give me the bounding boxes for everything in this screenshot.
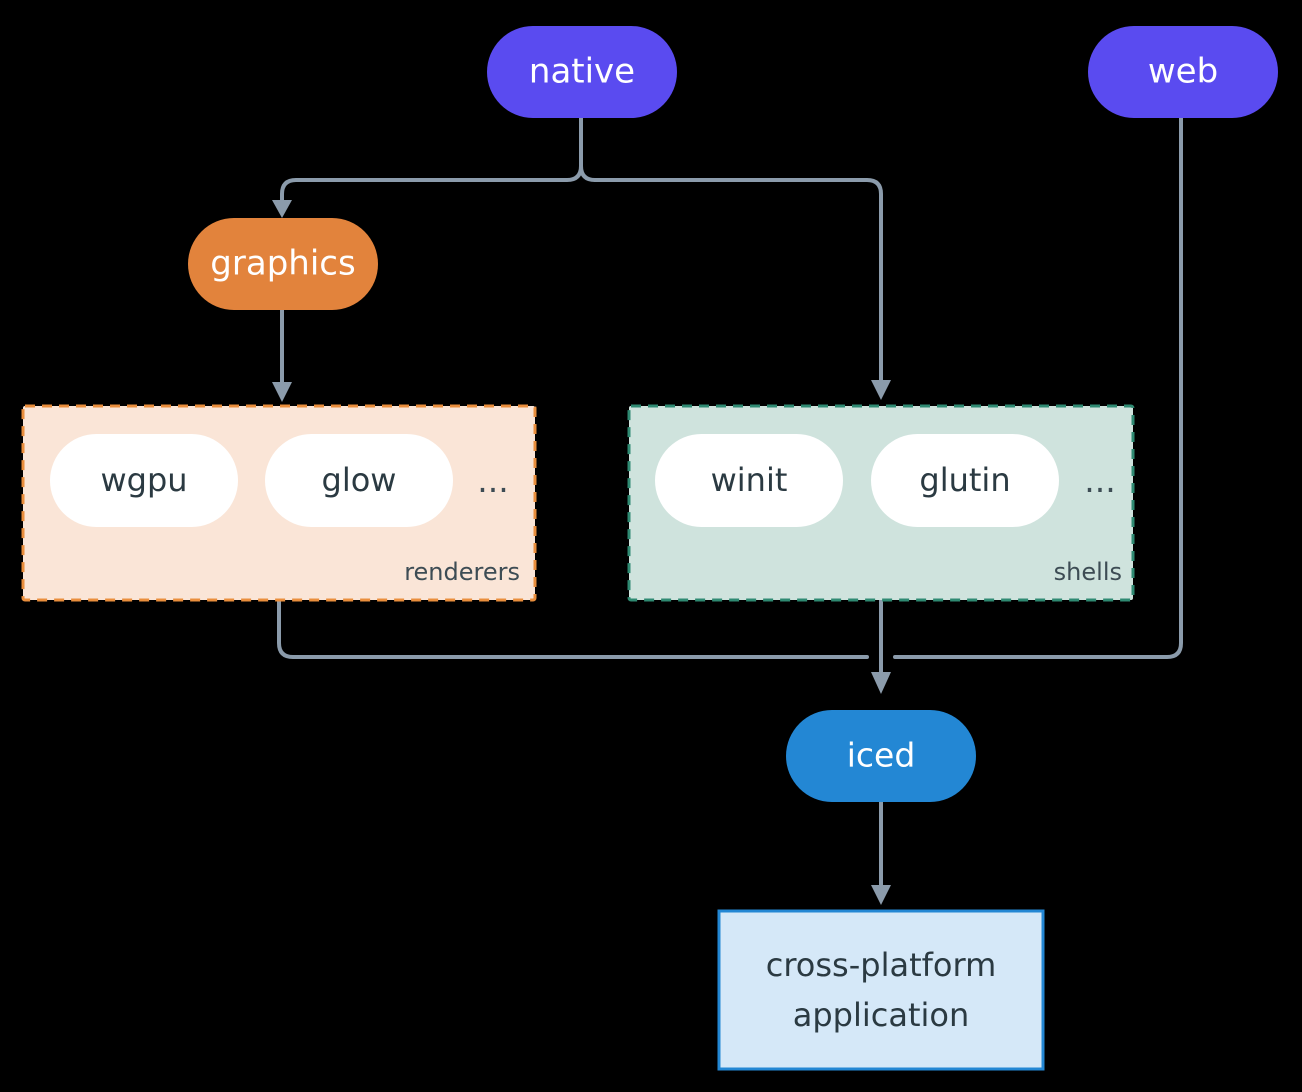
node-graphics-label: graphics [210,244,355,284]
node-glow-label: glow [322,461,397,499]
node-iced[interactable]: iced [786,710,976,802]
node-glutin[interactable]: glutin [871,434,1059,527]
node-glow[interactable]: glow [265,434,453,527]
node-graphics-shape [188,218,378,310]
node-wgpu[interactable]: wgpu [50,434,238,527]
edge-renderers-to-iced [277,598,869,659]
edge-layer [272,116,1183,905]
edge-split-right [593,178,883,382]
node-iced-label: iced [847,736,916,775]
renderers-caption: renderers [404,558,520,586]
node-application-label-line2: application [793,996,970,1034]
node-native-shape [487,26,677,118]
node-wgpu-label: wgpu [100,461,187,499]
edge-split-left [280,164,583,206]
group-shells: winit glutin ... shells [627,404,1135,602]
node-wgpu-shape [50,434,238,527]
node-application-shape [717,909,1045,1071]
node-web-shape [1088,26,1278,118]
arrowhead-native-to-shells [871,380,891,400]
node-application[interactable]: cross-platform application [717,909,1045,1071]
arrowhead-graphics-to-renderers [272,382,292,402]
node-web[interactable]: web [1088,26,1278,118]
shells-ellipsis: ... [1084,461,1115,500]
node-native-label: native [529,52,635,92]
edge-web-to-iced [893,116,1183,659]
node-glutin-shape [871,434,1059,527]
node-native[interactable]: native [487,26,677,118]
node-winit-shape [655,434,843,527]
renderers-ellipsis: ... [477,461,508,500]
arrowhead-iced-to-application [871,885,891,905]
node-glow-shape [265,434,453,527]
node-application-label-line1: cross-platform [766,946,996,984]
node-iced-shape [786,710,976,802]
arrowhead-merge-to-iced [871,672,891,694]
edge-native-stem [579,116,597,182]
node-winit[interactable]: winit [655,434,843,527]
group-renderers: wgpu glow ... renderers [21,404,537,602]
node-winit-label: winit [711,461,788,499]
node-web-label: web [1148,52,1218,92]
shells-caption: shells [1054,558,1122,586]
arrowhead-native-to-graphics [272,200,292,218]
node-glutin-label: glutin [919,461,1010,499]
node-graphics[interactable]: graphics [188,218,378,310]
